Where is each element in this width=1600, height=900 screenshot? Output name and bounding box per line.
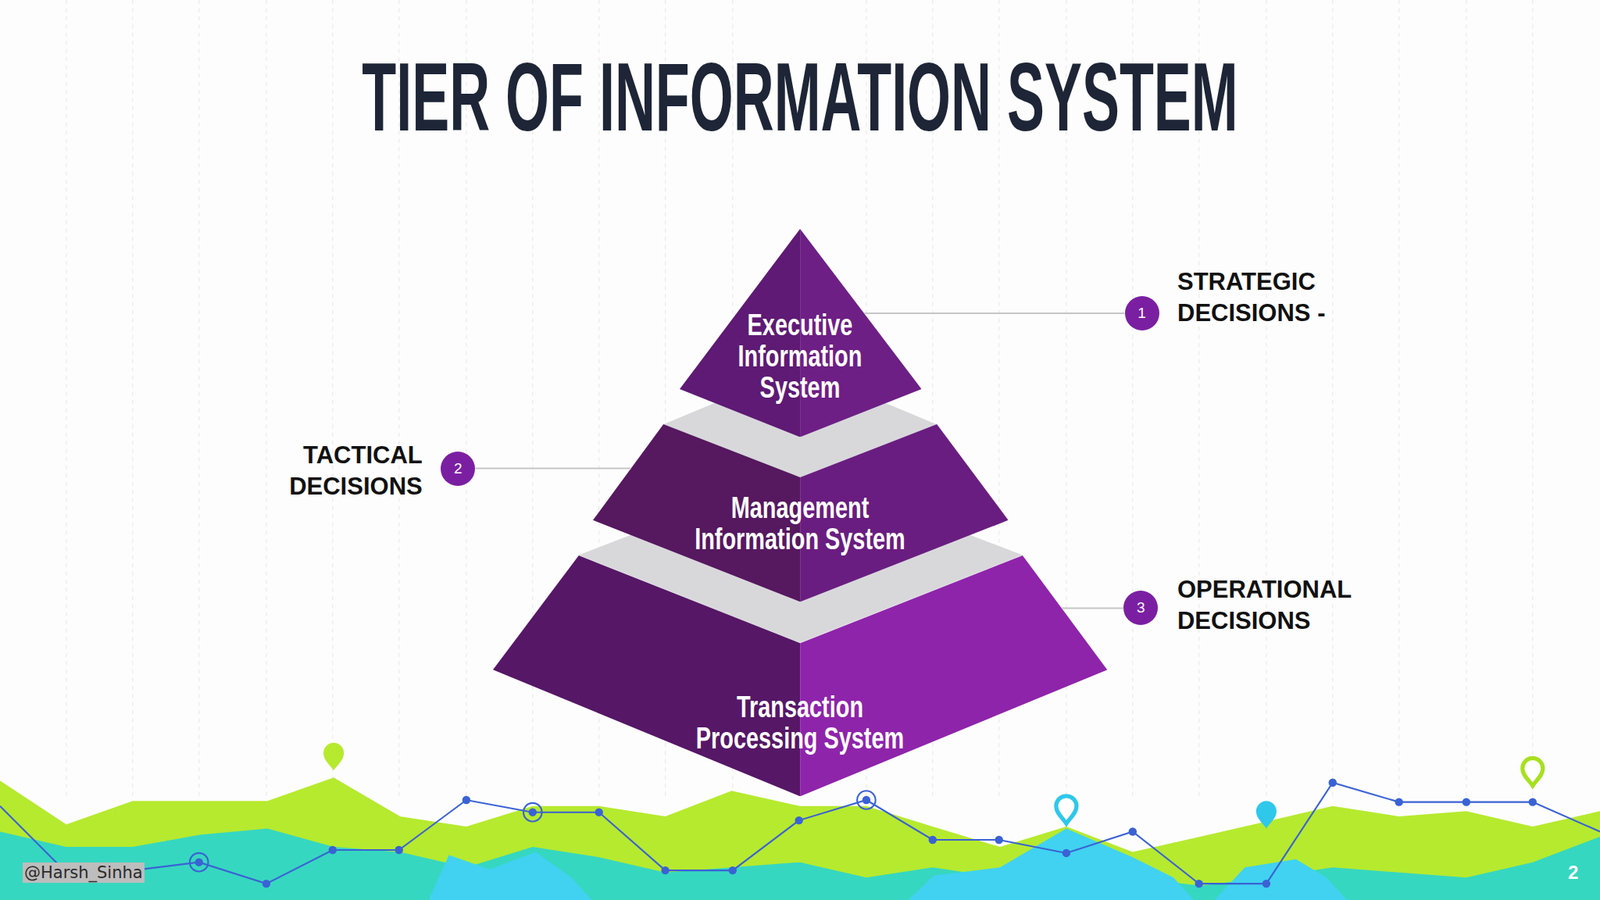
grid-line	[198, 0, 200, 797]
decision-label: OPERATIONAL DECISIONS	[1177, 574, 1365, 637]
watermark: @Harsh_Sinha	[22, 862, 145, 883]
decision-label: STRATEGIC DECISIONS -	[1177, 266, 1365, 329]
trend-dot	[728, 866, 737, 875]
tier-face	[492, 555, 800, 797]
trend-dot	[528, 807, 537, 816]
decision-label: TACTICAL DECISIONS	[235, 439, 423, 503]
trend-dot	[194, 857, 203, 866]
grid-line	[1265, 0, 1267, 797]
map-pin	[323, 742, 344, 771]
hill-layer	[428, 852, 593, 900]
trend-dot	[862, 796, 871, 804]
tier-label: Transaction Processing System	[689, 691, 910, 754]
trend-dot	[994, 835, 1003, 844]
slide-title: TIER OF INFORMATION SYSTEM	[335, 48, 1265, 146]
trend-dot	[1528, 797, 1537, 806]
pyramid-tier: Executive Information System	[679, 228, 922, 437]
leader-line	[475, 467, 631, 470]
trend-dot	[1462, 797, 1471, 806]
grid-line	[65, 0, 67, 797]
trend-dots	[194, 778, 1537, 889]
map-pin	[1056, 796, 1077, 824]
trend-line	[0, 782, 1600, 884]
grid-line	[132, 0, 133, 797]
grid-line	[1398, 0, 1400, 797]
trend-dot	[328, 846, 337, 854]
grid-lines	[66, 0, 1533, 797]
trend-ring	[857, 790, 876, 810]
callout-number: 2	[440, 451, 475, 486]
trend-ring	[189, 853, 209, 872]
grid-line	[1465, 0, 1467, 797]
trend-dot	[1262, 879, 1271, 888]
callout-circle: 3OPERATIONAL DECISIONS	[1123, 590, 1158, 625]
trend-dot	[594, 807, 603, 816]
trend-dot	[262, 879, 271, 888]
hill-layer	[1214, 859, 1347, 900]
trend-rings	[189, 790, 876, 872]
trend-dot	[1328, 778, 1337, 787]
callout-number: 3	[1123, 590, 1158, 625]
hill-layer	[0, 828, 1600, 900]
map-pin	[1522, 757, 1543, 786]
trend-dot	[1128, 827, 1137, 836]
grid-line	[265, 0, 267, 797]
tier-label: Management Information System	[689, 492, 910, 555]
callout-circle: 1STRATEGIC DECISIONS -	[1125, 296, 1160, 331]
callout-number: 1	[1125, 296, 1160, 331]
leader-line	[864, 312, 1125, 315]
trend-dot	[462, 796, 471, 804]
trend-dot	[928, 835, 937, 844]
trend-dot	[660, 866, 669, 875]
trend-dot	[794, 816, 803, 825]
trend-dot	[1394, 797, 1403, 806]
tier-face	[800, 555, 1108, 797]
tier-label: Executive Information System	[732, 309, 869, 404]
trend-dot	[394, 846, 403, 854]
map-pin	[1256, 800, 1277, 829]
trend-dot	[1062, 849, 1071, 858]
pyramid-tier: Management Information System	[592, 424, 1009, 602]
callout-circle: 2TACTICAL DECISIONS	[440, 451, 475, 486]
grid-line	[332, 0, 333, 797]
grid-line	[1332, 0, 1333, 797]
trend-dot	[1194, 879, 1203, 888]
page-number: 2	[1566, 860, 1580, 885]
grid-line	[1532, 0, 1533, 797]
leader-line	[1061, 607, 1124, 609]
trend-ring	[523, 803, 543, 822]
